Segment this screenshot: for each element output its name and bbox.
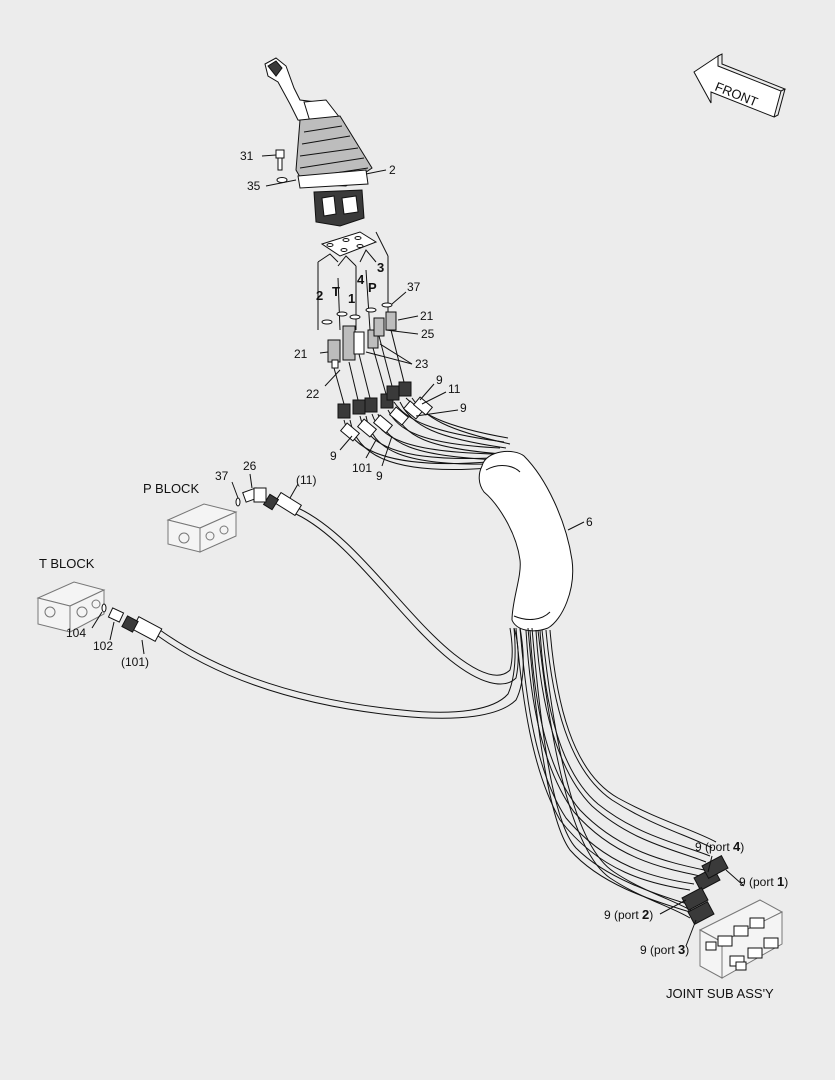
label-9-c: 9 — [330, 449, 337, 463]
label-35: 35 — [247, 179, 261, 193]
label-9-port-3: 9 (port 3) — [640, 942, 689, 957]
label-102: 102 — [93, 639, 113, 653]
o-rings — [321, 302, 393, 325]
t-block — [36, 581, 106, 633]
label-21-left: 21 — [294, 347, 308, 361]
port-label-3: 3 — [377, 260, 384, 275]
label-9-d: 9 — [376, 469, 383, 483]
label-37-upper: 37 — [407, 280, 421, 294]
label-23: 23 — [415, 357, 429, 371]
connector-102 — [101, 603, 125, 623]
port-leaders — [333, 329, 405, 405]
port-label-T: T — [332, 284, 340, 299]
lower-hose-nuts — [681, 854, 729, 926]
port-label-4: 4 — [357, 272, 365, 287]
base-plate — [320, 231, 378, 257]
hose-101 — [121, 615, 524, 719]
label-31: 31 — [240, 149, 254, 163]
label-26: 26 — [243, 459, 257, 473]
elbow-26 — [235, 487, 267, 507]
label-101: 101 — [352, 461, 372, 475]
adapters — [327, 311, 397, 369]
label-9-a: 9 — [436, 373, 443, 387]
label-37-lower: 37 — [215, 469, 229, 483]
label-9-port-4: 9 (port 4) — [695, 839, 744, 854]
label-9-b: 9 — [460, 401, 467, 415]
joint-sub-assy-label: JOINT SUB ASS'Y — [666, 986, 774, 1001]
p-block-label: P BLOCK — [143, 481, 199, 496]
label-104: 104 — [66, 626, 86, 640]
label-101-paren: (101) — [121, 655, 149, 669]
label-9-port-1: 9 (port 1) — [739, 874, 788, 889]
label-9-port-2: 9 (port 2) — [604, 907, 653, 922]
upper-ferrules — [339, 396, 434, 442]
label-25: 25 — [421, 327, 435, 341]
label-11-paren: (11) — [296, 473, 316, 487]
hose-nuts — [337, 381, 412, 419]
protective-sleeve — [478, 450, 574, 632]
label-11: 11 — [448, 382, 461, 396]
label-22: 22 — [306, 387, 320, 401]
bolt-31 — [275, 149, 288, 183]
t-block-label: T BLOCK — [39, 556, 95, 571]
port-label-1: 1 — [348, 291, 355, 306]
port-label-P: P — [368, 280, 377, 295]
port-label-2: 2 — [316, 288, 323, 303]
label-6: 6 — [586, 515, 593, 529]
label-2: 2 — [389, 163, 396, 177]
hose-11 — [262, 491, 519, 685]
joystick-lever — [264, 57, 373, 227]
joint-sub-assy — [698, 899, 784, 979]
front-arrow: FRONT — [693, 53, 787, 118]
hose-bundle-lower — [515, 627, 717, 919]
label-21-right: 21 — [420, 309, 434, 323]
p-block — [166, 503, 238, 553]
